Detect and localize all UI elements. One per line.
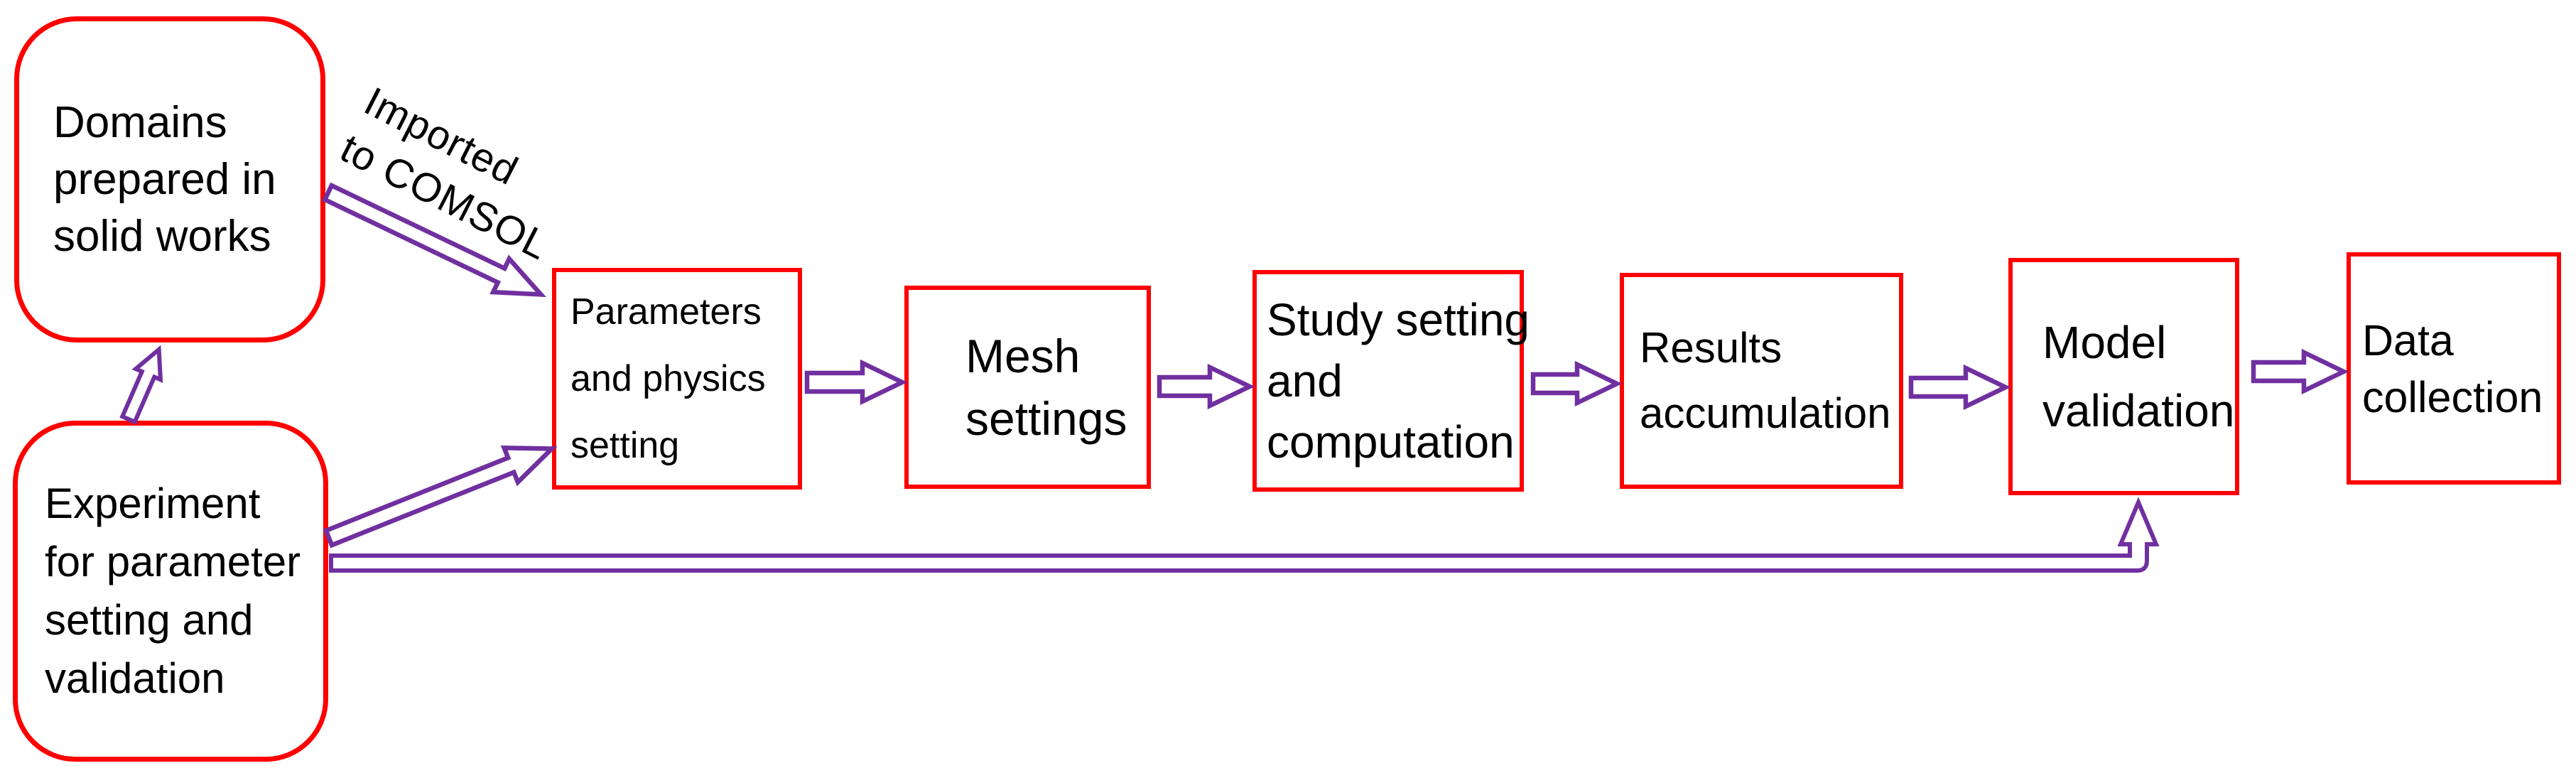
flowchart-node-experiment: Experiment for parameter setting and val… <box>13 421 328 762</box>
node-label-line: and <box>1267 355 1343 406</box>
node-label-line: Domains <box>53 97 227 147</box>
arrow-parameters-to-mesh <box>804 359 908 406</box>
node-label-line: setting and <box>45 596 254 644</box>
node-label-line: setting <box>570 425 680 466</box>
node-label-line: Results <box>1640 324 1782 372</box>
flowchart-node-study: Study setting and computation <box>1252 270 1530 492</box>
arrow-mesh-to-study <box>1157 363 1255 410</box>
node-label-line: prepared in <box>53 154 276 204</box>
node-label-line: validation <box>45 654 225 702</box>
node-label-line: Model <box>2042 317 2167 368</box>
node-label-line: validation <box>2042 385 2235 436</box>
node-label-line: solid works <box>53 211 271 261</box>
arrow-model-to-data <box>2251 348 2349 395</box>
node-label-line: Experiment <box>45 480 261 527</box>
node-label-line: Mesh <box>965 330 1081 382</box>
arrow-results-to-model <box>1908 364 2011 411</box>
annotation-imported-to-comsol: Imported to COMSOL <box>332 75 582 272</box>
flowchart-node-domains: Domains prepared in solid works <box>14 16 325 342</box>
flowchart-node-parameters: Parameters and physics setting <box>552 268 802 490</box>
node-label-line: accumulation <box>1640 389 1891 437</box>
flowchart-node-mesh: Mesh settings <box>904 286 1151 489</box>
arrow-experiment-to-parameters <box>323 446 558 549</box>
arrow-experiment-to-domains <box>119 345 163 425</box>
node-label-line: Data <box>2362 315 2454 364</box>
flowchart-node-results: Results accumulation <box>1620 273 1903 489</box>
node-label-line: collection <box>2362 372 2543 421</box>
arrow-experiment-to-model-feedback <box>329 497 2160 573</box>
arrow-study-to-results <box>1530 360 1623 407</box>
flowchart-node-data: Data collection <box>2347 252 2561 485</box>
node-label-line: and physics <box>570 358 766 399</box>
flowchart-node-model: Model validation <box>2008 258 2239 495</box>
node-label-line: computation <box>1267 416 1515 468</box>
node-label-line: for parameter <box>45 538 301 585</box>
node-label-line: settings <box>965 392 1127 445</box>
node-label-line: Parameters <box>570 291 762 333</box>
node-label-line: Study setting <box>1267 294 1530 345</box>
